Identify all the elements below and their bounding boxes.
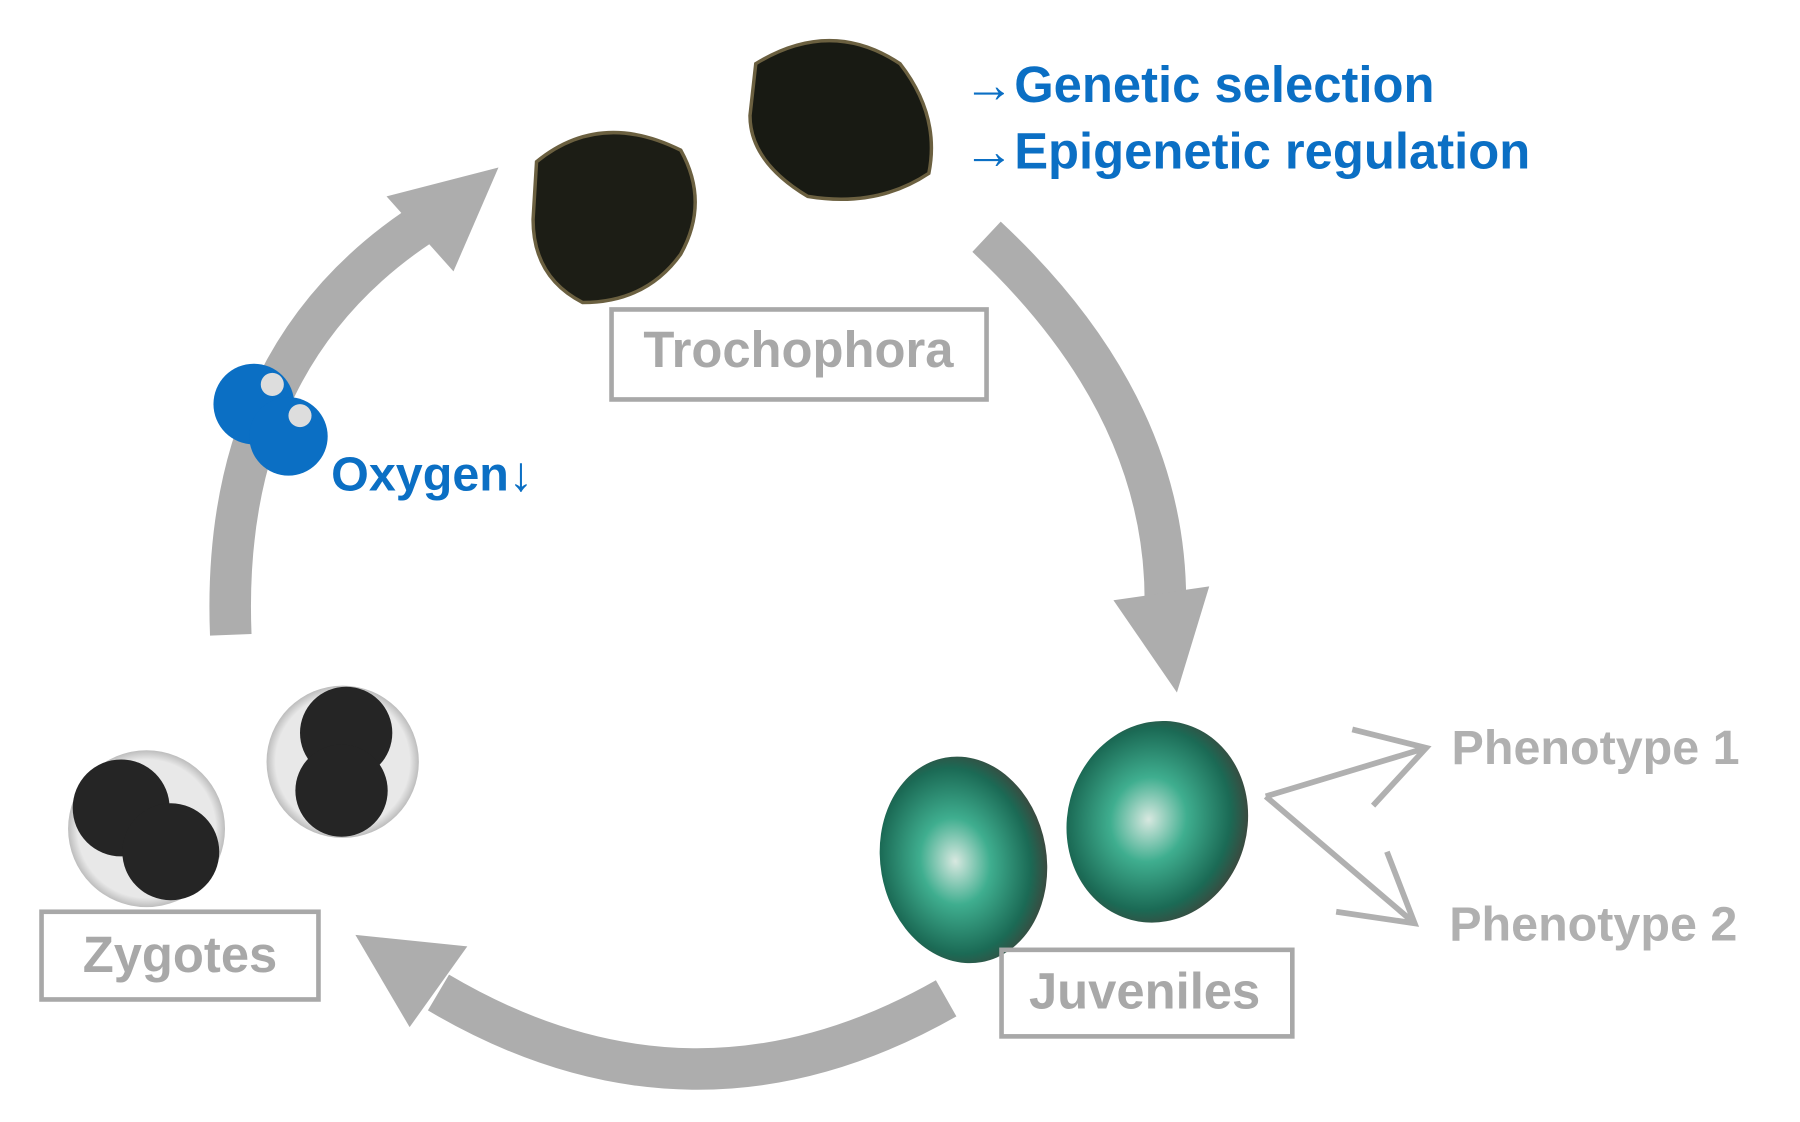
stage-label-juveniles: Juveniles [1029,963,1260,1020]
phenotype-2-label: Phenotype 2 [1449,898,1737,952]
cycle-arrow-trochophora-to-juveniles [972,221,1210,693]
phenotype-split-arrows [1263,726,1432,927]
oxygen-label: Oxygen↓ [331,448,533,502]
juveniles-image [879,720,1249,964]
stage-zygotes: Zygotes [39,909,321,1002]
stage-juveniles: Juveniles [999,947,1295,1039]
stage-label-trochophora: Trochophora [643,321,954,378]
trochophora-image [531,39,934,305]
zygotes-image [68,685,419,908]
genetic-selection-label: →Genetic selection [963,56,1434,113]
cycle-arrow-juveniles-to-zygotes [355,934,957,1090]
stage-trochophora: Trochophora [609,307,989,402]
stage-label-zygotes: Zygotes [83,926,278,983]
oxygen-molecule-icon [213,363,328,476]
phenotype-1-label: Phenotype 1 [1452,721,1740,775]
epigenetic-regulation-label: →Epigenetic regulation [963,123,1530,180]
